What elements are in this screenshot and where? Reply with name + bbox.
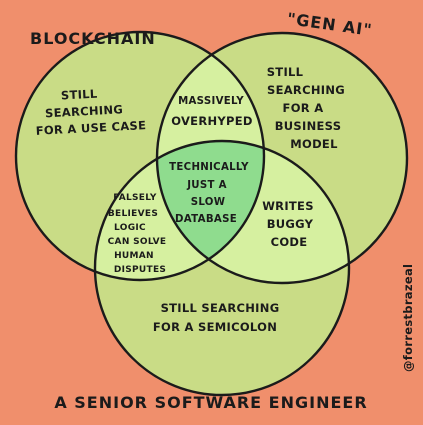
region-line: MASSIVELY: [178, 96, 244, 107]
engineer-circle-outline: [93, 139, 351, 397]
region-line: CODE: [271, 235, 308, 249]
region-line: BELIEVES: [108, 209, 158, 219]
region-line: FOR A: [283, 101, 324, 115]
region-line: SLOW: [191, 197, 226, 208]
blockchain-engineer-text: FALSELY BELIEVES LOGIC CAN SOLVE HUMAN D…: [108, 193, 167, 275]
region-line: STILL: [267, 65, 304, 79]
region-line: OVERHYPED: [171, 114, 253, 128]
region-line: TECHNICALLY: [169, 162, 249, 173]
region-line: FALSELY: [113, 193, 157, 203]
region-line: SEARCHING: [267, 83, 345, 97]
region-line: FOR A USE CASE: [35, 118, 146, 138]
region-line: FOR A SEMICOLON: [153, 320, 277, 334]
gen-ai-engineer-text: WRITES BUGGY CODE: [262, 199, 314, 249]
blockchain-circle-outline: [14, 30, 266, 282]
all-three-text: TECHNICALLY JUST A SLOW DATABASE: [169, 162, 249, 225]
region-line: JUST A: [186, 180, 227, 191]
region-line: BUGGY: [267, 217, 314, 231]
region-line: MODEL: [290, 137, 338, 151]
region-line: DISPUTES: [114, 265, 166, 275]
artist-credit: @forrestbrazeal: [401, 264, 415, 372]
region-line: CAN SOLVE: [108, 237, 167, 247]
region-line: STILL: [61, 87, 99, 103]
senior-engineer-label: A SENIOR SOFTWARE ENGINEER: [54, 393, 367, 412]
engineer-only-text: STILL SEARCHING FOR A SEMICOLON: [153, 301, 280, 334]
region-line: HUMAN: [114, 251, 154, 261]
region-line: SEARCHING: [45, 102, 124, 120]
region-line: WRITES: [262, 199, 314, 213]
region-line: DATABASE: [175, 214, 237, 225]
gen-ai-only-text: STILL SEARCHING FOR A BUSINESS MODEL: [267, 65, 345, 151]
blockchain-only-text: STILL SEARCHING FOR A USE CASE: [35, 87, 146, 138]
region-line: LOGIC: [114, 223, 146, 233]
blockchain-gen-ai-text: MASSIVELY OVERHYPED: [171, 96, 253, 128]
region-line: BUSINESS: [275, 119, 342, 133]
blockchain-label: BLOCKCHAIN: [30, 29, 156, 48]
region-line: STILL SEARCHING: [161, 301, 280, 315]
